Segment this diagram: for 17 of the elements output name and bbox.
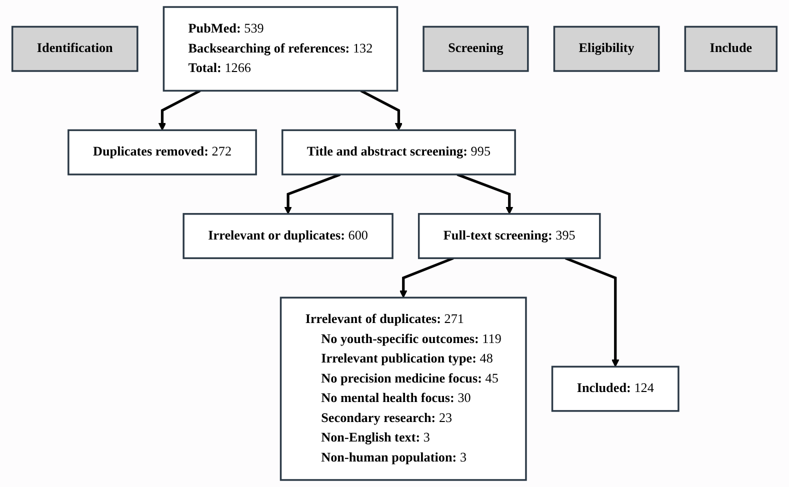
node-box: Full-text screening: 395 — [418, 213, 601, 260]
arrow — [564, 256, 620, 368]
arrow — [360, 90, 403, 131]
node-box: PubMed: 539 Backsearching of references: 132 Total: 1266 — [162, 6, 398, 92]
arrow — [158, 90, 201, 131]
arrow — [284, 173, 341, 214]
node-box: Screening — [422, 26, 529, 72]
node-box: Duplicates removed: 272 — [68, 129, 257, 176]
arrow — [400, 256, 454, 298]
node-box: Identification — [11, 26, 138, 72]
node-box: Irrelevant or duplicates: 600 — [182, 213, 394, 260]
node-box: Included: 124 — [551, 366, 680, 412]
node-box: Include — [684, 26, 778, 72]
node-box: Eligibility — [553, 26, 660, 72]
arrow — [456, 173, 514, 214]
node-box: Title and abstract screening: 995 — [282, 129, 516, 176]
node-box: Irrelevant of duplicates: 271 No youth-specific outcomes: 119 Irrelevant publication type: 48 No precision medicine focus: 45 No mental health focus: 30 Secondary research: 23 Non-English text: 3 Non-human population: 3 — [280, 296, 527, 481]
